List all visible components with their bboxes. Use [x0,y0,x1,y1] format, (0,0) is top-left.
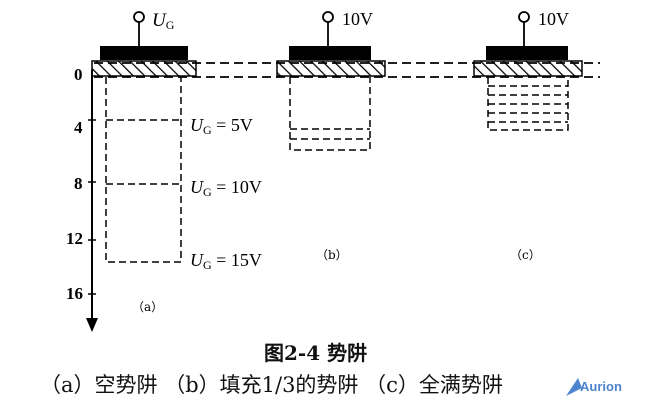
level-label-10v: UG = 10V [190,177,262,199]
oxide-layer [276,60,386,77]
panel-tag: （a） [132,300,163,314]
axis-arrow-icon [86,318,98,332]
axis-tick-label: 4 [74,118,83,137]
level-label-15v: UG = 15V [190,250,262,272]
watermark-logo: Aurion [566,378,622,396]
svg-text:Aurion: Aurion [580,379,622,394]
gate-electrode [100,46,188,60]
gate-label: UG [152,10,175,32]
oxide-layer [91,60,197,77]
panel-c: 10V （c） [473,9,583,262]
axis-tick-label: 0 [74,65,83,84]
figure-subcaption: （a）空势阱 （b）填充1/3的势阱 （c）全满势阱 [40,373,503,397]
well-boundary [289,77,371,151]
panel-tag: （c） [510,248,541,262]
gate-terminal-icon [133,11,145,23]
axis-tick-label: 12 [66,229,83,248]
panel-b: 10V （b） [276,9,386,262]
panel-tag: （b） [316,248,348,262]
level-label-5v: UG = 5V [190,115,253,137]
oxide-layer [473,60,583,77]
panel-a: UG UG = 5V UG = 10V UG = 15V （a） [91,10,262,314]
axis-tick-label: 8 [74,174,83,193]
well-boundary-15v [105,77,182,263]
depth-axis: 0 4 8 12 16 [66,65,98,332]
gate-electrode [486,46,568,60]
gate-terminal-icon [322,11,334,23]
gate-terminal-icon [518,11,530,23]
axis-tick-label: 16 [66,284,83,303]
gate-label: 10V [538,9,569,29]
gate-electrode [289,46,371,60]
gate-label: 10V [342,9,373,29]
figure-title: 图2-4 势阱 [264,341,368,365]
